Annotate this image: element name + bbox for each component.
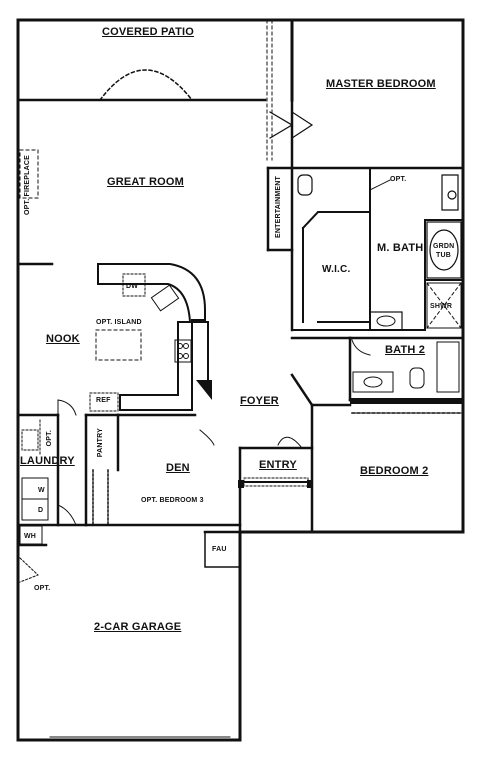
pantry-shelves bbox=[92, 469, 109, 526]
label-foyer: FOYER bbox=[240, 395, 279, 407]
master-doors bbox=[269, 111, 314, 139]
label-opt-bedroom3: OPT. BEDROOM 3 bbox=[141, 497, 204, 504]
shower bbox=[426, 282, 462, 329]
label-grdn: GRDN bbox=[433, 243, 455, 250]
kitchen-counter bbox=[97, 263, 206, 411]
label-wic: W.I.C. bbox=[322, 264, 351, 275]
exterior-walls bbox=[16, 18, 465, 742]
label-opt-laundry: OPT. bbox=[46, 430, 53, 447]
master-bath-walls bbox=[291, 167, 464, 331]
label-opt-island: OPT. ISLAND bbox=[96, 319, 142, 326]
garage-walls bbox=[16, 530, 242, 547]
interior-walls bbox=[16, 403, 314, 534]
label-entertainment: ENTERTAINMENT bbox=[275, 176, 282, 238]
kitchen-sink bbox=[150, 284, 180, 312]
master-sink-corner bbox=[441, 174, 459, 211]
label-washer: W bbox=[38, 487, 45, 494]
label-master-bedroom: MASTER BEDROOM bbox=[326, 78, 436, 90]
tub-basin bbox=[429, 229, 459, 271]
patio-column-lines bbox=[266, 19, 273, 161]
toilet-master bbox=[297, 174, 313, 196]
label-opt-garage: OPT. bbox=[34, 585, 51, 592]
fireplace bbox=[19, 149, 39, 199]
island bbox=[95, 329, 142, 361]
bath2-fixtures bbox=[352, 341, 460, 393]
label-bath2: BATH 2 bbox=[385, 344, 426, 356]
entry-post-left bbox=[238, 480, 244, 488]
door-swings bbox=[57, 399, 303, 526]
cooktop bbox=[174, 339, 192, 363]
closet-bar-dark bbox=[350, 398, 463, 404]
fau-closet bbox=[204, 531, 241, 568]
vanity-master bbox=[369, 311, 403, 331]
column-black bbox=[196, 380, 212, 400]
tub-frame bbox=[426, 221, 462, 279]
label-nook: NOOK bbox=[46, 333, 80, 345]
label-entry: ENTRY bbox=[259, 459, 297, 471]
patio-arch bbox=[98, 69, 194, 102]
sink-master bbox=[376, 315, 396, 327]
label-covered-patio: COVERED PATIO bbox=[102, 26, 195, 38]
label-shwr: SHWR bbox=[430, 303, 453, 310]
label-fau: FAU bbox=[212, 546, 227, 553]
label-m-bath: M. BATH bbox=[377, 242, 424, 254]
kitchen-post bbox=[191, 321, 209, 391]
wc-door bbox=[369, 179, 391, 191]
label-bedroom2: BEDROOM 2 bbox=[360, 465, 429, 477]
refrigerator bbox=[89, 392, 119, 412]
label-ref: REF bbox=[96, 397, 111, 404]
label-opt-fireplace: OPT. FIREPLACE bbox=[24, 155, 31, 215]
label-dryer: D bbox=[38, 507, 44, 514]
label-tub: TUB bbox=[436, 252, 451, 259]
label-water-heater: WH bbox=[24, 533, 37, 540]
wic-shelves bbox=[301, 211, 371, 323]
bath2-door bbox=[351, 339, 371, 356]
label-den: DEN bbox=[166, 462, 190, 474]
entry-post-right bbox=[307, 480, 313, 488]
label-laundry: LAUNDRY bbox=[20, 455, 75, 467]
dishwasher bbox=[122, 273, 146, 297]
garage-service-door bbox=[19, 557, 39, 583]
label-great-room: GREAT ROOM bbox=[107, 176, 184, 188]
label-opt-wc: OPT. bbox=[390, 176, 407, 183]
label-dw: DW bbox=[126, 283, 139, 290]
label-pantry: PANTRY bbox=[97, 428, 104, 458]
label-garage: 2-CAR GARAGE bbox=[94, 621, 182, 633]
